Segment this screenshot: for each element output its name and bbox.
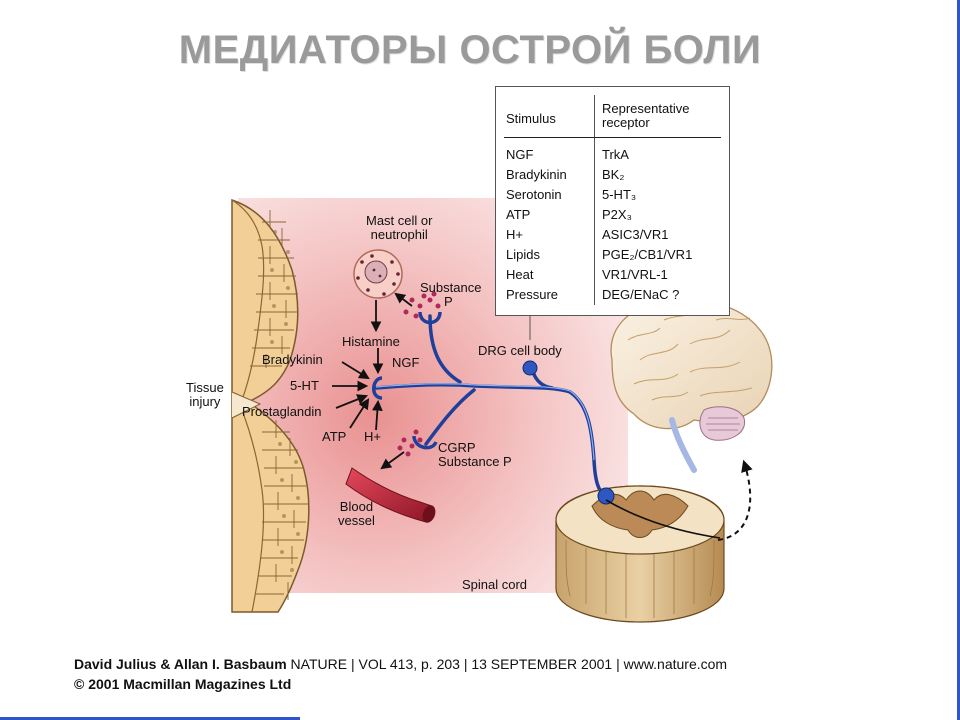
table-cell-receptor: ASIC3/VR1 — [602, 227, 669, 242]
label-histamine: Histamine — [342, 334, 400, 349]
label-tissue-injury: Tissue injury — [186, 380, 224, 409]
drg-cell-body-shape — [522, 360, 538, 376]
table-cell-receptor: PGE₂/CB1/VR1 — [602, 247, 693, 262]
table-cell-stimulus: Bradykinin — [506, 167, 567, 182]
label-h-plus: H+ — [364, 429, 381, 444]
table-header-stimulus: Stimulus — [506, 111, 556, 126]
label-spinal-cord: Spinal cord — [462, 577, 528, 592]
label-5ht: 5-HT — [290, 378, 319, 393]
terminal-ending-top — [418, 311, 442, 325]
credits-authors: David Julius & Allan I. Basbaum — [74, 656, 287, 672]
table-row: ATP P2X₃ — [496, 207, 729, 227]
terminal-ending-bottom — [412, 435, 438, 450]
slide-title: МЕДИАТОРЫ ОСТРОЙ БОЛИ — [178, 28, 762, 72]
table-cell-receptor: P2X₃ — [602, 207, 632, 222]
table-header-divider — [504, 137, 721, 138]
table-row: Lipids PGE₂/CB1/VR1 — [496, 247, 729, 267]
table-cell-receptor: VR1/VRL-1 — [602, 267, 668, 282]
label-bradykinin: Bradykinin — [262, 352, 323, 367]
slide-frame-right — [957, 0, 960, 720]
table-cell-stimulus: Serotonin — [506, 187, 562, 202]
label-atp: ATP — [322, 429, 347, 444]
label-prostaglandin: Prostaglandin — [242, 404, 322, 419]
label-ngf: NGF — [392, 355, 420, 370]
figure-credits: David Julius & Allan I. Basbaum NATURE |… — [74, 654, 727, 694]
label-cgrp-substance-p: CGRP Substance P — [438, 440, 512, 469]
table-cell-stimulus: NGF — [506, 147, 534, 162]
brain-shape — [610, 299, 773, 473]
label-mast-cell: Mast cell or neutrophil — [366, 213, 433, 242]
table-column-divider — [594, 95, 595, 305]
mediator-arrows — [332, 292, 413, 470]
table-cell-stimulus: Pressure — [506, 287, 559, 302]
spinal-cord-shape — [555, 485, 725, 623]
label-blood-vessel: Blood vessel — [338, 499, 375, 528]
table-row: NGF TrkA — [496, 147, 729, 167]
table-cell-receptor: 5-HT₃ — [602, 187, 637, 202]
table-cell-stimulus: ATP — [506, 207, 531, 222]
table-cell-stimulus: H+ — [506, 227, 523, 242]
mast-cell — [353, 249, 403, 299]
table-cell-receptor: DEG/ENaC ? — [602, 287, 680, 302]
nociceptor-fiber-light — [375, 383, 595, 461]
label-substance-p-top: Substance P — [420, 280, 482, 309]
terminal-ending-center — [372, 376, 383, 400]
credits-copyright: © 2001 Macmillan Magazines Ltd — [74, 676, 292, 692]
table-row: Bradykinin BK₂ — [496, 167, 729, 187]
slide-frame-bottom — [0, 717, 300, 720]
label-drg-cell-body: DRG cell body — [478, 343, 562, 358]
table-cell-stimulus: Heat — [506, 267, 534, 282]
credits-citation: NATURE | VOL 413, p. 203 | 13 SEPTEMBER … — [290, 656, 728, 672]
blood-vessel-shape — [345, 467, 436, 523]
table-row: H+ ASIC3/VR1 — [496, 227, 729, 247]
table-row: Heat VR1/VRL-1 — [496, 267, 729, 287]
neuropeptide-granules — [397, 291, 441, 457]
table-header-receptor: Representative receptor — [602, 101, 690, 130]
table-cell-receptor: BK₂ — [602, 167, 625, 182]
table-cell-receptor: TrkA — [602, 147, 629, 162]
ascending-pathway-arrow — [717, 459, 753, 541]
skin-tissue — [231, 198, 310, 613]
table-row: Serotonin 5-HT₃ — [496, 187, 729, 207]
table-cell-stimulus: Lipids — [506, 247, 540, 262]
stimulus-receptor-table: Stimulus Representative receptor NGF Trk… — [495, 86, 730, 316]
table-row: Pressure DEG/ENaC ? — [496, 287, 729, 307]
